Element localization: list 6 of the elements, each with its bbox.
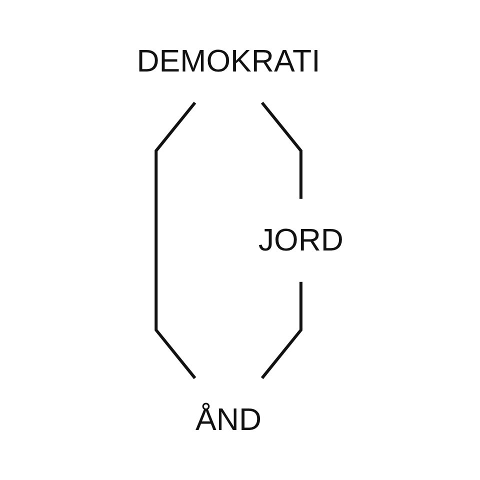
connector [260,101,302,198]
connector [154,101,196,379]
node-text: DEMOKRATI [136,42,320,78]
node-text: ÅND [195,400,262,437]
connector [260,282,302,379]
node-text: JORD [258,221,344,258]
